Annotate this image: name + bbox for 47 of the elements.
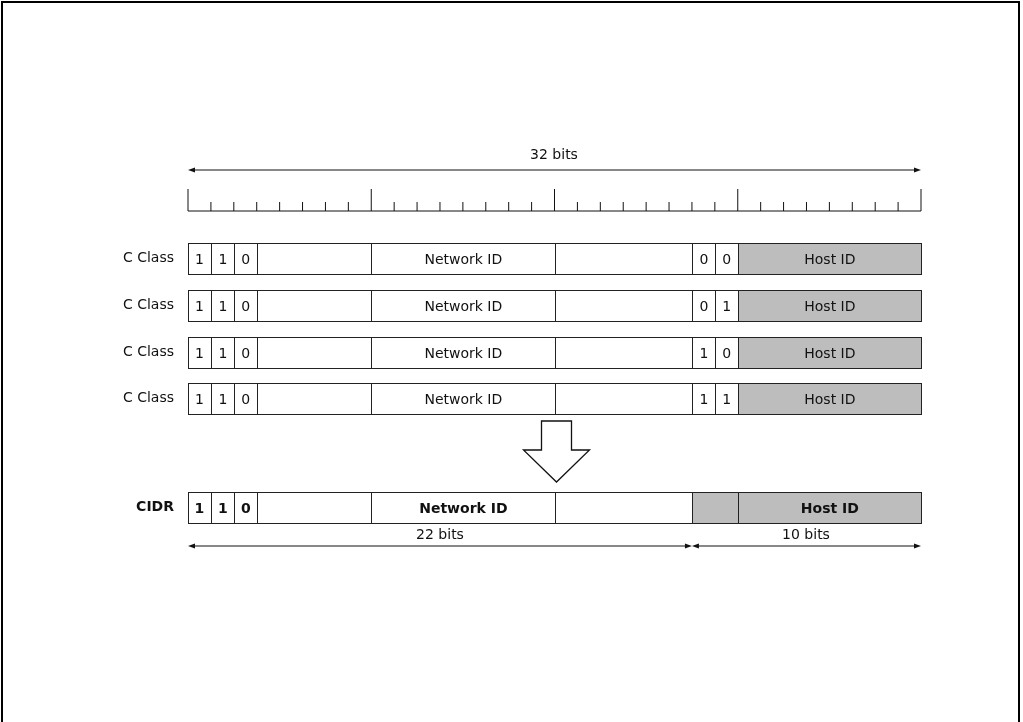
bit-field: 1	[210, 338, 234, 368]
address-bar	[188, 337, 922, 369]
row-label: C Class	[122, 343, 174, 359]
host-id-field: Host ID	[737, 493, 921, 523]
bit-field: 0	[233, 291, 257, 321]
bit-field: 1	[188, 291, 211, 321]
host-id-field: Host ID	[737, 244, 921, 274]
network-id-field: Network ID	[371, 493, 555, 523]
bit-field: 1	[188, 338, 211, 368]
bit-field: 1	[714, 291, 738, 321]
network-id-field: Network ID	[371, 338, 555, 368]
bit-field: 1	[210, 384, 234, 414]
bit-field: 1	[188, 244, 211, 274]
row-label: C Class	[122, 389, 174, 405]
bit-field: 1	[210, 291, 234, 321]
bit-field: 0	[233, 384, 257, 414]
bit-field: 0	[233, 244, 257, 274]
bit-field: 1	[714, 384, 738, 414]
bit-field: 0	[714, 338, 738, 368]
row-label: CIDR	[136, 498, 174, 514]
host-id-field: Host ID	[737, 338, 921, 368]
bit-field: 1	[188, 493, 211, 523]
address-bar	[188, 383, 922, 415]
bit-field: 1	[210, 244, 234, 274]
row-label: C Class	[122, 296, 174, 312]
bit-field: 0	[714, 244, 738, 274]
host-id-field: Host ID	[737, 384, 921, 414]
hollow-arrow	[521, 420, 592, 483]
address-bar	[188, 290, 922, 322]
dimension-label: 10 bits	[782, 526, 830, 542]
bit-field: 0	[691, 291, 715, 321]
bit-field: 0	[233, 493, 257, 523]
dimension-label: 22 bits	[416, 526, 464, 542]
network-id-field: Network ID	[371, 291, 555, 321]
host-id-field: Host ID	[737, 291, 921, 321]
dimension-label: 32 bits	[530, 146, 578, 162]
bit-field: 0	[691, 244, 715, 274]
bit-field: 1	[691, 338, 715, 368]
address-bar	[188, 243, 922, 275]
bit-field: 1	[188, 384, 211, 414]
bit-field: 1	[691, 384, 715, 414]
bit-field: 1	[210, 493, 234, 523]
network-id-field: Network ID	[371, 384, 555, 414]
bit-field: 0	[233, 338, 257, 368]
row-label: C Class	[122, 249, 174, 265]
address-bar	[188, 492, 922, 524]
network-id-field: Network ID	[371, 244, 555, 274]
